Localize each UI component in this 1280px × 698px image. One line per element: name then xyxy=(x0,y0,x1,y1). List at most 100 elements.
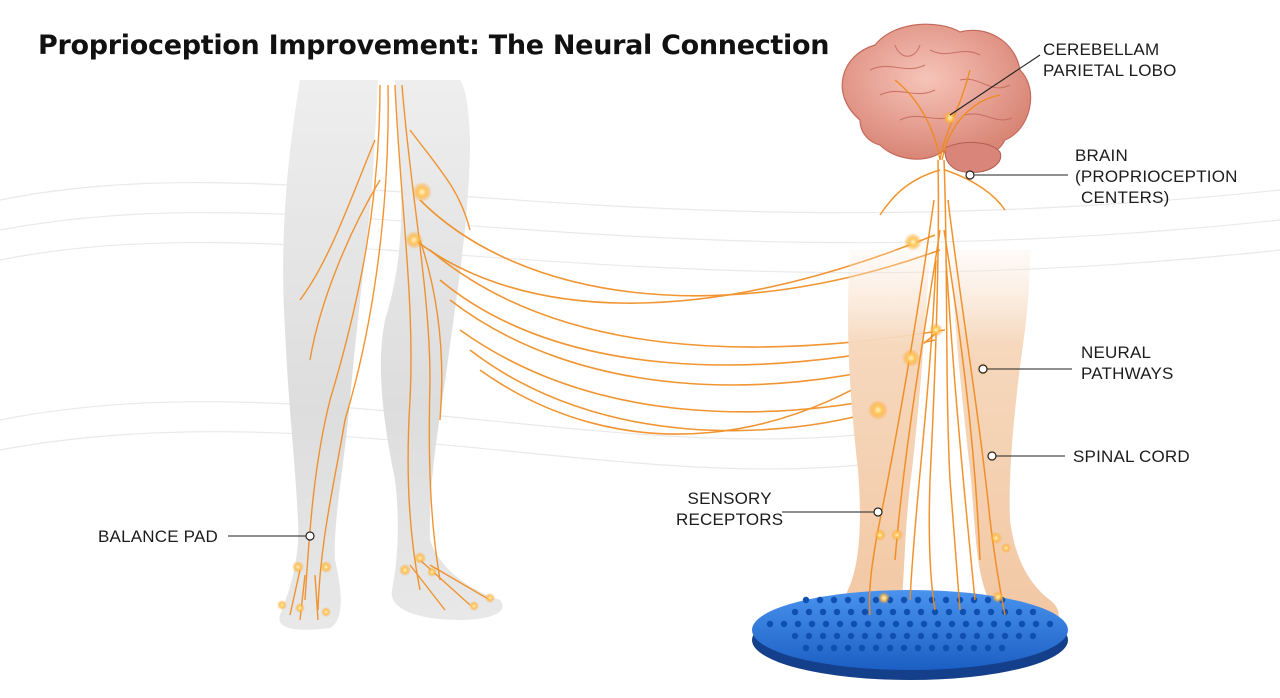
nerve-glow-node xyxy=(427,567,437,577)
nerve-glow-node xyxy=(868,400,888,420)
pad-spike xyxy=(970,644,978,652)
right-spinal-nerves xyxy=(868,159,1006,616)
nerve-glow-node xyxy=(469,601,479,611)
label-sensory-receptors-line2: RECEPTORS xyxy=(676,510,784,529)
pad-spike xyxy=(970,596,978,604)
pad-spike xyxy=(1001,632,1009,640)
pad-spike xyxy=(802,644,810,652)
pad-spike xyxy=(914,596,922,604)
balance-pad xyxy=(752,590,1068,680)
label-cerebellum-line2: PARIETAL LOBO xyxy=(1043,61,1177,80)
pad-spike xyxy=(948,620,956,628)
nerve-glow-node xyxy=(878,592,890,604)
nerve-glow-node xyxy=(485,593,495,603)
pad-spike xyxy=(780,620,788,628)
pad-spike xyxy=(973,608,981,616)
label-balance-pad-line1: BALANCE PAD xyxy=(98,527,218,546)
right-legs xyxy=(845,250,1059,630)
pad-spike xyxy=(900,644,908,652)
nerve-glow-node xyxy=(943,111,957,125)
pad-spike xyxy=(858,596,866,604)
pad-spike xyxy=(836,620,844,628)
label-brain-line3: CENTERS) xyxy=(1081,188,1170,207)
left-leg-nerves xyxy=(289,84,491,621)
pad-spike xyxy=(830,644,838,652)
pad-spike xyxy=(892,620,900,628)
marker-neural-pathways xyxy=(978,364,988,374)
pad-spike xyxy=(822,620,830,628)
pad-spike xyxy=(1029,608,1037,616)
nerve-glow-node xyxy=(992,591,1004,603)
pad-spike xyxy=(931,632,939,640)
pad-spike xyxy=(934,620,942,628)
pad-spike xyxy=(858,644,866,652)
pad-spike xyxy=(844,596,852,604)
pad-spike xyxy=(794,620,802,628)
pad-spike xyxy=(805,608,813,616)
pad-spike xyxy=(889,608,897,616)
pad-spike xyxy=(959,632,967,640)
nerve-glow-node xyxy=(320,561,332,573)
pad-spike xyxy=(914,644,922,652)
pad-spike xyxy=(861,608,869,616)
nerve-glow-node xyxy=(891,529,903,541)
nerve-glow-node xyxy=(399,564,411,576)
pad-spike xyxy=(931,608,939,616)
pad-spike xyxy=(1018,620,1026,628)
pad-spike xyxy=(990,620,998,628)
pad-spike xyxy=(861,632,869,640)
nerve-glow-node xyxy=(1001,543,1011,553)
pad-spike xyxy=(875,608,883,616)
pad-spike xyxy=(791,608,799,616)
pad-spike xyxy=(987,632,995,640)
pad-spike xyxy=(973,632,981,640)
nerve-glow-node xyxy=(902,349,920,367)
pad-spike xyxy=(917,632,925,640)
pad-spike xyxy=(906,620,914,628)
label-sensory-receptors-line1: SENSORY xyxy=(687,489,772,508)
marker-brain xyxy=(965,170,975,180)
pad-spike xyxy=(959,608,967,616)
pad-spike xyxy=(945,632,953,640)
pad-spike xyxy=(1004,620,1012,628)
nerve-glow-node xyxy=(874,529,886,541)
pad-spike xyxy=(844,644,852,652)
pad-spike xyxy=(850,620,858,628)
diagram-title: Proprioception Improvement: The Neural C… xyxy=(38,30,830,61)
nerve-glow-node xyxy=(321,607,331,617)
pad-spike xyxy=(962,620,970,628)
pad-spike xyxy=(1015,608,1023,616)
pad-spike xyxy=(830,596,838,604)
label-cerebellum: CEREBELLAM PARIETAL LOBO xyxy=(1043,39,1177,81)
nerve-glow-node xyxy=(292,561,304,573)
brain xyxy=(841,23,1032,174)
pad-spike xyxy=(889,632,897,640)
pad-spike xyxy=(987,608,995,616)
nerve-glow-node xyxy=(295,603,305,613)
pad-spike xyxy=(945,608,953,616)
pad-spike xyxy=(920,620,928,628)
label-spinal-cord: SPINAL CORD xyxy=(1073,446,1190,467)
nerve-glow-node xyxy=(412,182,432,202)
pad-spike xyxy=(819,608,827,616)
pad-spike xyxy=(875,632,883,640)
pad-spike xyxy=(886,644,894,652)
pad-spike xyxy=(816,644,824,652)
pad-spike xyxy=(928,644,936,652)
pad-spike xyxy=(819,632,827,640)
label-neural-pathways-line1: NEURAL xyxy=(1081,343,1152,362)
nerve-glow-node xyxy=(929,323,943,337)
label-spinal-cord-line1: SPINAL CORD xyxy=(1073,447,1190,466)
pad-spike xyxy=(805,632,813,640)
nerve-glow-node xyxy=(414,552,426,564)
marker-dots xyxy=(305,170,997,541)
pad-spike xyxy=(816,596,824,604)
pad-spike xyxy=(833,632,841,640)
label-cerebellum-line1: CEREBELLAM xyxy=(1043,40,1160,59)
marker-sensory-receptors xyxy=(873,507,883,517)
label-brain-line1: BRAIN xyxy=(1075,146,1128,165)
pad-spike xyxy=(808,620,816,628)
pad-spike xyxy=(956,644,964,652)
left-leg-silhouette xyxy=(279,80,503,630)
